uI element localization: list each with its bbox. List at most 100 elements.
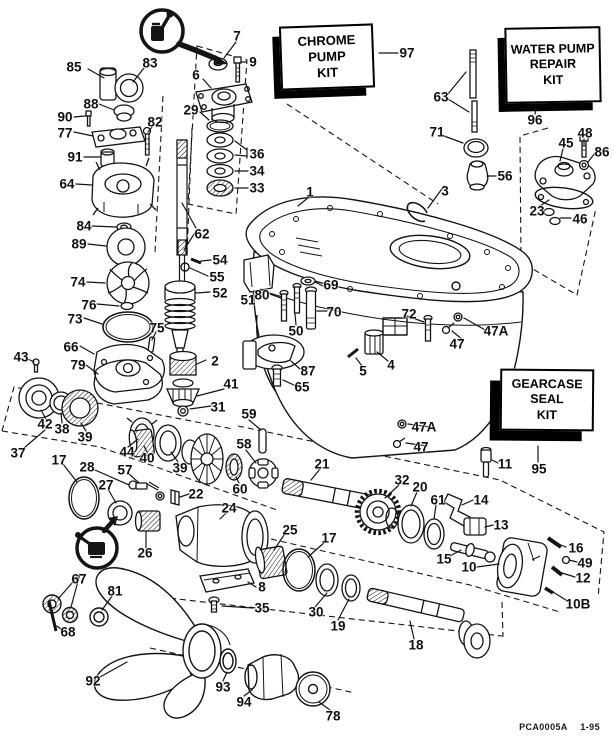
part-callout-45: 45 (558, 135, 574, 151)
part-33-bearing (206, 179, 234, 197)
part-callout-20: 20 (412, 479, 428, 495)
part-callout-54: 54 (212, 252, 228, 268)
part-callout-67: 67 (71, 571, 87, 587)
part-69-washer (300, 276, 316, 286)
part-callout-21: 21 (314, 456, 330, 472)
part-47-screw-b (392, 437, 406, 449)
bearing-housing-cluster (68, 476, 361, 613)
part-13-cradle (463, 517, 487, 536)
footer-code: PCA0005A (519, 722, 568, 732)
part-90-screw (85, 110, 92, 127)
part-callout-39: 39 (77, 429, 93, 445)
part-94-spinner (244, 653, 300, 701)
part-callout-37: 37 (10, 445, 26, 461)
part-54-pin (190, 257, 202, 265)
diagram-footer: PCA0005A 1-95 (0, 722, 600, 732)
part-callout-72: 72 (401, 306, 417, 322)
part-callout-95: 95 (531, 461, 547, 477)
part-85-grommet (99, 67, 117, 101)
part-callout-61: 61 (430, 492, 446, 508)
lubricant-oilcan-icon-top (139, 8, 228, 65)
part-callout-89: 89 (71, 236, 87, 252)
kit-line: REPAIR (529, 56, 577, 72)
part-callout-51: 51 (240, 292, 256, 308)
part-callout-38: 38 (54, 421, 70, 437)
part-63-studs (469, 49, 478, 133)
part-77-bracket (91, 126, 146, 148)
part-callout-13: 13 (493, 517, 509, 533)
part-70-screw (304, 286, 318, 330)
part-callout-19: 19 (330, 618, 346, 634)
part-callout-49: 49 (577, 555, 593, 571)
part-67-gears (42, 594, 79, 624)
part-11-fitting (480, 446, 492, 478)
part-22-retainer (170, 489, 180, 506)
part-23-gasket (534, 186, 594, 210)
part-58-clutch-dog (248, 458, 279, 489)
part-55-clip (180, 262, 190, 272)
part-callout-76: 76 (81, 297, 97, 313)
part-25-bearing (254, 545, 288, 580)
part-18-shaft (366, 587, 491, 659)
part-65-screw (271, 364, 283, 387)
part-callout-60: 60 (232, 481, 248, 497)
part-callout-48: 48 (577, 125, 593, 141)
part-callout-29: 29 (183, 102, 199, 118)
part-callout-43: 43 (13, 349, 29, 365)
prop-shaft-cluster (281, 478, 571, 597)
part-callout-5: 5 (359, 363, 367, 379)
kit-line: KIT (543, 72, 564, 87)
part-callout-15: 15 (436, 551, 452, 567)
part-callout-47: 47 (413, 439, 429, 455)
part-callout-56: 56 (497, 168, 513, 184)
part-68-pin (47, 600, 58, 632)
part-callout-64: 64 (59, 176, 75, 192)
part-callout-97: 97 (399, 45, 415, 61)
part-20-ring (397, 504, 425, 544)
part-72-screw (423, 314, 433, 342)
part-47a-nut-a (453, 312, 463, 322)
part-callout-31: 31 (210, 399, 226, 415)
part-callout-34: 34 (249, 163, 265, 179)
part-forward-gear (181, 433, 224, 485)
part-callout-30: 30 (308, 604, 324, 620)
part-3-retaining-ring (406, 201, 428, 223)
part-50-screw (292, 282, 302, 314)
part-59-pin (258, 428, 267, 454)
part-callout-92: 92 (85, 673, 101, 689)
part-34-washer (206, 163, 234, 179)
kit-line: CHROME (297, 31, 356, 49)
part-callout-86: 86 (594, 144, 610, 160)
part-76-key (120, 301, 134, 311)
part-callout-18: 18 (408, 637, 424, 653)
part-callout-24: 24 (221, 500, 237, 516)
part-71-ring (463, 138, 489, 158)
part-10-bearing-carrier (496, 537, 548, 597)
part-callout-10: 10 (461, 559, 477, 575)
part-12-pin (550, 565, 564, 577)
kit-line: PUMP (307, 48, 347, 65)
part-callout-7: 7 (233, 28, 241, 44)
housing-hardware (242, 254, 463, 449)
part-callout-55: 55 (209, 269, 225, 285)
part-35-screw (208, 596, 220, 613)
part-82-screw (142, 126, 152, 156)
part-callout-79: 79 (70, 357, 86, 373)
part-callout-27: 27 (98, 477, 114, 493)
part-9-screw (233, 56, 242, 83)
chrome-pump-kit-box: CHROME PUMP KIT (278, 23, 376, 91)
part-callout-4: 4 (387, 357, 395, 373)
part-callout-74: 74 (70, 274, 86, 290)
part-52-bearing-housing (164, 280, 196, 361)
part-callout-58: 58 (236, 436, 252, 452)
part-callout-42: 42 (37, 416, 53, 432)
part-callout-33: 33 (249, 180, 265, 196)
part-callout-1: 1 (306, 184, 314, 200)
water-pump-parts (32, 56, 253, 405)
part-87-trim-tab (242, 334, 305, 370)
part-81-seal (89, 607, 109, 627)
part-10b-pin (544, 586, 554, 595)
part-89-cup (106, 227, 146, 267)
part-41-pinion-gear (166, 378, 200, 408)
